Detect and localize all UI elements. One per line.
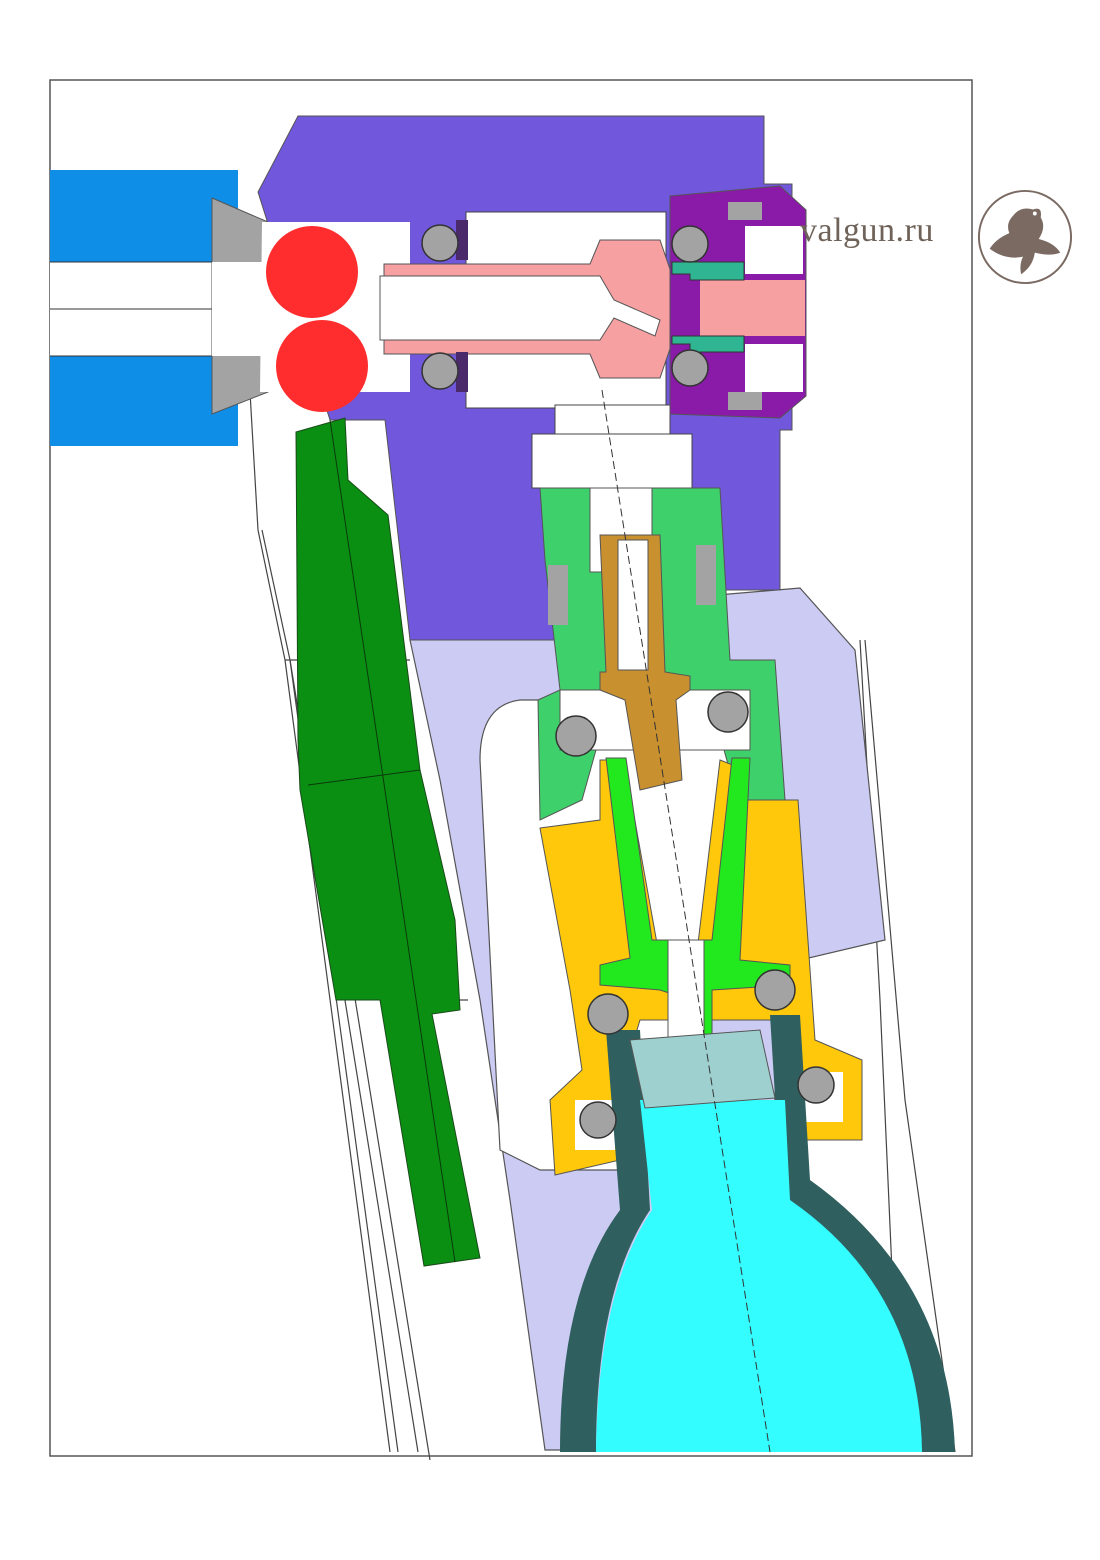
gas-cylinder-shell: [560, 1030, 650, 1452]
cap-slot-2: [728, 392, 762, 410]
sleeve-ball-right: [797, 1066, 835, 1104]
cylinder-ball-right: [754, 969, 796, 1011]
green-block-axis: [329, 419, 456, 1263]
green-block-step: [307, 769, 421, 786]
bearing-ball-1: [421, 224, 459, 262]
upper-ball: [266, 226, 358, 318]
cap-window-lower: [745, 344, 803, 392]
lower-ball: [276, 320, 368, 412]
barrel-block: [50, 170, 470, 446]
capercaillie-bird-logo-icon: [977, 189, 1073, 285]
cap-window-upper: [745, 226, 803, 274]
sleeve-ball-left: [579, 1101, 617, 1139]
bearing-ball-2: [421, 352, 459, 390]
cap-ball-upper: [671, 225, 709, 263]
gas-cylinder-shell-right: [770, 1015, 955, 1452]
cylinder-ball-left: [587, 993, 629, 1035]
cone-seal-bore: [212, 262, 268, 356]
adapter-ball-left: [555, 715, 597, 757]
adapter-side-slot-right: [696, 545, 716, 605]
cap-ball-lower: [671, 349, 709, 387]
seal-ring-upper: [456, 220, 468, 260]
cylinder-neck-seal: [629, 1029, 776, 1109]
brass-pin-bore: [617, 539, 649, 671]
green-block: [295, 417, 481, 1267]
cap-bore: [700, 280, 805, 336]
adapter-ball-right: [707, 691, 749, 733]
teal-ring-upper: [671, 261, 745, 281]
watermark-text: valgun.ru: [800, 212, 934, 249]
valve-stem-bore: [379, 275, 661, 341]
seal-ring-lower: [456, 352, 468, 392]
gas-cylinder-body: [596, 1100, 922, 1452]
adapter-side-slot-left: [548, 565, 568, 625]
adapter-top-collar: [531, 433, 693, 489]
cap-slot-1: [728, 202, 762, 220]
